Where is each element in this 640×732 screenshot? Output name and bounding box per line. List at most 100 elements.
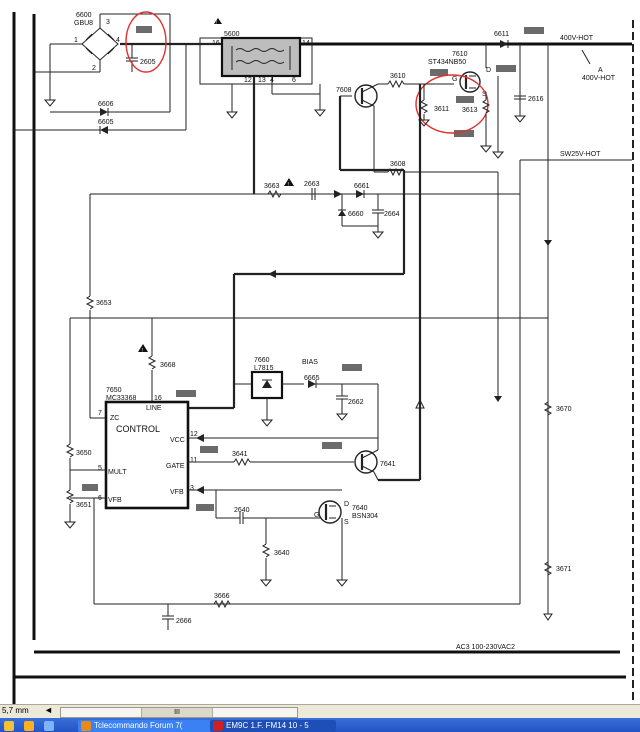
svg-text:6605: 6605 [98, 119, 114, 126]
capacitor-2664: 2664 [371, 194, 400, 239]
svg-text:3653: 3653 [96, 300, 112, 307]
capacitor-2662: 2662 [335, 384, 379, 450]
svg-text:ZC: ZC [110, 415, 119, 422]
svg-text:S: S [482, 91, 487, 98]
svg-text:D: D [344, 501, 349, 508]
svg-text:2666: 2666 [176, 618, 192, 625]
svg-text:7660: 7660 [254, 357, 270, 364]
diode-6660: 6660 [338, 194, 378, 227]
svg-text:3651: 3651 [76, 502, 92, 509]
svg-text:D: D [486, 67, 491, 74]
svg-text:2662: 2662 [348, 399, 364, 406]
svg-text:!: ! [142, 348, 143, 354]
resistor-3610: 3610 [378, 73, 454, 89]
svg-text:2: 2 [92, 65, 96, 72]
svg-text:MULT: MULT [108, 469, 127, 476]
svg-text:4: 4 [116, 37, 120, 44]
bridge-ref: 6600 [76, 12, 92, 19]
folder-icon[interactable] [4, 721, 14, 731]
svg-text:13: 13 [258, 77, 266, 84]
svg-text:G: G [452, 76, 457, 83]
zoom-level: 5,7 mm [2, 706, 29, 715]
control-ic-7650: 7650 MC33368 CONTROL ZC LINE VCC GATE MU… [82, 387, 342, 511]
capacitor-2640: 2640 [215, 490, 320, 524]
svg-text:3666: 3666 [214, 593, 230, 600]
transistor-7608: 7608 [336, 83, 404, 172]
mosfet-7640: G D S 7640 BSN304 [314, 500, 378, 587]
taskbar-item-document-label: EM9C 1.F. FM14 10 - 5 [226, 721, 309, 730]
svg-text:6611: 6611 [494, 31, 509, 38]
svg-text:7: 7 [98, 410, 102, 417]
resistor-3653: 3653 [85, 194, 112, 419]
transformer-5600: ! 5600 16 14 12 13 4 6 [199, 18, 327, 194]
regulator-7660: 7660 L7815 [234, 357, 304, 427]
svg-text:MC33368: MC33368 [106, 395, 136, 402]
svg-text:7641: 7641 [380, 461, 396, 468]
svg-text:3611: 3611 [434, 106, 449, 113]
svg-text:GATE: GATE [166, 463, 185, 470]
status-bar: 5,7 mm ◄ III [0, 704, 640, 719]
capacitor-2605: 2605 [126, 26, 156, 72]
svg-text:6660: 6660 [348, 211, 364, 218]
net-sw25v-hot: SW25V-HOT [519, 44, 632, 621]
svg-text:3671: 3671 [556, 566, 572, 573]
svg-text:3613: 3613 [462, 107, 478, 114]
bottom-wiring [93, 172, 521, 605]
svg-text:7610: 7610 [452, 51, 468, 58]
svg-text:BSN304: BSN304 [352, 513, 378, 520]
ic-wiring: 3641 [70, 434, 378, 499]
resistor-3670: 3670 [543, 401, 572, 416]
horizontal-scrollbar[interactable]: III [60, 707, 298, 718]
capacitor-2666: 2666 [162, 604, 192, 630]
svg-text:5: 5 [98, 465, 102, 472]
svg-text:7640: 7640 [352, 505, 368, 512]
resistor-3671: 3671 [543, 561, 572, 576]
forum-icon [81, 721, 91, 731]
net-400v-hot: 400V-HOT A 400V-HOT [560, 35, 616, 82]
resistor-3650: 3650 [65, 317, 152, 490]
svg-text:3640: 3640 [274, 550, 290, 557]
browser-icon[interactable] [24, 721, 34, 731]
svg-text:6661: 6661 [354, 183, 370, 190]
diode-6605: 6605 [14, 14, 187, 134]
capacitor-2663: 2663 [304, 181, 342, 200]
app-icon[interactable] [44, 721, 54, 731]
resistor-3663: 3663 ! [90, 178, 520, 199]
resistor-3668: ! 3668 [138, 317, 548, 402]
taskbar-item-forum[interactable]: Tclecommando Forum 7( [78, 720, 220, 732]
pdf-icon [213, 721, 223, 731]
svg-text:14: 14 [302, 40, 310, 47]
svg-text:3610: 3610 [390, 73, 406, 80]
diode-6606: 6606 [50, 101, 170, 116]
bridge-rectifier-6600: 6600 GBU8 3 1 4 2 [34, 12, 170, 107]
svg-text:3663: 3663 [264, 183, 280, 190]
outer-frame [12, 12, 634, 704]
svg-text:G: G [314, 512, 319, 519]
svg-text:16: 16 [212, 40, 220, 47]
svg-text:3641: 3641 [232, 451, 248, 458]
svg-text:7650: 7650 [106, 387, 122, 394]
diode-6611: 6611 [494, 27, 544, 48]
taskbar-item-document[interactable]: EM9C 1.F. FM14 10 - 5 [210, 720, 336, 732]
svg-text:A: A [598, 67, 603, 74]
scroll-left-arrow[interactable]: ◄ [44, 705, 53, 715]
feedback-path [188, 84, 425, 482]
svg-text:3650: 3650 [76, 450, 92, 457]
bridge-part: GBU8 [74, 20, 93, 27]
resistor-3651: 3651 [63, 489, 92, 529]
svg-text:SW25V-HOT: SW25V-HOT [560, 151, 601, 158]
resistor-3608: 3608 [373, 106, 498, 177]
resistor-3613: 3613 [462, 76, 505, 159]
highlight-circle-1 [125, 11, 167, 73]
svg-text:S: S [344, 519, 349, 526]
svg-text:7608: 7608 [336, 87, 352, 94]
svg-text:2663: 2663 [304, 181, 320, 188]
scrollbar-thumb[interactable]: III [141, 708, 213, 717]
svg-text:!: ! [216, 20, 217, 26]
svg-text:L7815: L7815 [254, 365, 274, 372]
taskbar-item-forum-label: Tclecommando Forum 7( [94, 721, 183, 730]
bias-diode-6665: BIAS 6665 [302, 359, 378, 388]
svg-text:400V-HOT: 400V-HOT [582, 75, 616, 82]
svg-text:3668: 3668 [160, 362, 176, 369]
svg-text:2605: 2605 [140, 59, 156, 66]
